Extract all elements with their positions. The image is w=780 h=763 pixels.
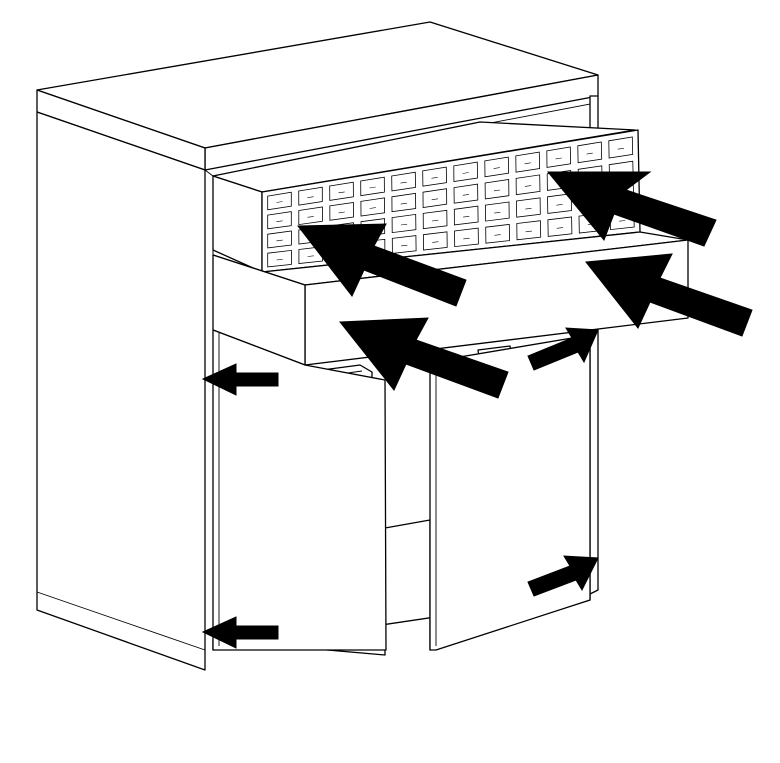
- arrows: [201, 171, 753, 649]
- organizer-drawer-pull: [586, 152, 593, 155]
- arrow-large-top-right: [546, 171, 717, 247]
- organizer-small-drawer: [329, 181, 354, 201]
- organizer-drawer-pull: [525, 208, 532, 210]
- organizer-drawer-pull: [307, 196, 314, 198]
- organizer-small-drawer: [422, 231, 448, 251]
- organizer-drawer-pull: [556, 204, 563, 206]
- organizer-small-drawer: [298, 206, 323, 226]
- organizer-drawer-pull: [400, 202, 407, 205]
- organizer-small-drawer: [516, 220, 542, 241]
- organizer-small-drawer: [608, 136, 634, 159]
- organizer-small-drawer: [547, 216, 573, 237]
- organizer-drawer-pull: [307, 216, 314, 218]
- arrow-small-right-lower: [527, 555, 599, 597]
- organizer-drawer-pull: [463, 237, 470, 240]
- organizer-drawer-pull: [462, 194, 470, 196]
- organizer-small-drawer: [298, 186, 323, 206]
- organizer-drawer-pull: [619, 220, 626, 222]
- organizer-drawer-pull: [369, 207, 376, 209]
- organizer-small-drawer: [485, 223, 510, 244]
- organizer-drawer-pull: [369, 186, 376, 189]
- organizer-drawer-pull: [276, 239, 283, 242]
- organizer-drawer-pull: [431, 177, 438, 179]
- organizer-drawer-pull: [556, 227, 564, 229]
- organizer-drawer-pull: [525, 230, 532, 233]
- organizer-small-drawer: [453, 161, 478, 182]
- organizer-small-drawer: [267, 249, 292, 268]
- organizer-small-drawer: [515, 174, 541, 196]
- organizer-small-drawer: [515, 151, 541, 173]
- organizer-small-drawer: [329, 202, 354, 221]
- organizer-small-drawer: [360, 197, 386, 217]
- organizer-drawer-pull: [463, 216, 470, 218]
- organizer-drawer-pull: [524, 185, 532, 187]
- cabinet-left-side: [36, 111, 206, 671]
- organizer-small-drawer: [391, 235, 417, 254]
- organizer-drawer-pull: [276, 201, 283, 203]
- organizer-small-drawer: [547, 193, 572, 214]
- right-door: [429, 334, 591, 651]
- organizer-drawer-pull: [431, 219, 439, 222]
- organizer-drawer-pull: [401, 244, 408, 247]
- cabinet-left-inner-2: [204, 169, 214, 177]
- organizer-drawer-pull: [431, 198, 439, 200]
- organizer-small-drawer: [484, 156, 510, 178]
- arrow-small-right-upper: [527, 327, 599, 371]
- organizer-drawer-pull: [494, 234, 501, 236]
- organizer-small-drawer: [267, 211, 292, 230]
- arrow-small-left-upper: [201, 363, 279, 396]
- organizer-small-drawer: [453, 183, 479, 204]
- organizer-small-drawer: [360, 176, 385, 197]
- organizer-drawer-pull: [524, 162, 531, 165]
- organizer-drawer-pull: [432, 241, 439, 243]
- organizer-drawer-pull: [338, 191, 345, 194]
- arrow-large-right: [585, 253, 753, 337]
- organizer-drawer-pull: [276, 259, 283, 261]
- organizer-drawer-pull: [555, 157, 562, 160]
- cabinet-base-line: [36, 591, 206, 651]
- organizer-drawer-pull: [276, 220, 283, 222]
- arrow-large-center: [339, 317, 509, 399]
- organizer-small-drawer: [484, 201, 510, 222]
- organizer-drawer-pull: [493, 167, 500, 169]
- organizer-drawer-pull: [338, 211, 345, 214]
- organizer-drawer-pull: [400, 181, 407, 184]
- arrow-small-left-lower: [201, 616, 279, 649]
- organizer-small-drawer: [422, 209, 448, 230]
- organizer-drawer-pull: [494, 212, 501, 214]
- organizer-small-drawer: [577, 141, 603, 164]
- organizer-small-drawer: [267, 191, 292, 211]
- organizer-drawer-pull: [400, 223, 408, 226]
- organizer-small-drawer: [546, 146, 572, 168]
- organizer-drawer-pull: [617, 148, 624, 150]
- arrow-large-drawers: [297, 223, 467, 307]
- organizer-small-drawer: [454, 227, 479, 248]
- organizer-small-drawer: [391, 213, 417, 234]
- organizer-small-drawer: [453, 205, 479, 226]
- organizer-drawer-pull: [462, 172, 469, 174]
- organizer-small-drawer: [484, 179, 510, 200]
- organizer-small-drawer: [515, 197, 541, 218]
- organizer-small-drawer: [391, 171, 416, 192]
- organizer-small-drawer: [267, 230, 292, 249]
- organizer-small-drawer: [422, 166, 447, 187]
- organizer-small-drawer: [391, 192, 417, 213]
- organizer-small-drawer: [422, 188, 448, 208]
- organizer-drawer-pull: [493, 189, 501, 192]
- organizer-drawer-pull: [307, 255, 314, 257]
